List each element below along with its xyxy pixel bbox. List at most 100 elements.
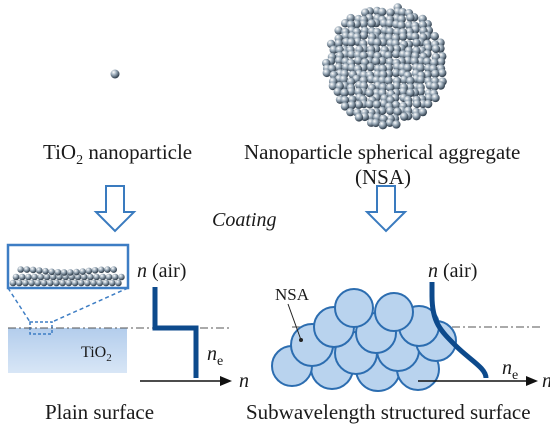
aggregate-particle [378, 56, 387, 66]
aggregate-particle [392, 81, 401, 91]
aggregate-particle [328, 81, 338, 91]
inset-particle [91, 266, 99, 274]
aggregate-particle [366, 50, 376, 59]
inset-particle [93, 273, 100, 281]
aggregate-particle [359, 19, 368, 29]
aggregate-particle [418, 14, 427, 24]
aggregate-particle [385, 27, 395, 36]
single-nanoparticle [110, 69, 120, 79]
down-arrow-left [93, 185, 137, 233]
aggregate-particle [406, 88, 415, 98]
aggregate-particle [416, 57, 426, 66]
aggregate-particle [346, 107, 355, 117]
aggregate-particle [365, 100, 374, 109]
inset-particle [104, 266, 111, 273]
nsa-title-line2: (NSA) [355, 165, 411, 189]
inset-particle [84, 279, 91, 287]
inset-particle [36, 267, 43, 274]
aggregate-particle [431, 44, 441, 54]
inset-particle [99, 273, 107, 281]
nsa-callout-dot [299, 338, 303, 342]
aggregate-particle [423, 57, 432, 66]
zoom-guide-right [51, 287, 129, 323]
inset-particle [80, 273, 88, 281]
aggregate-particle [347, 101, 356, 110]
aggregate-particle [384, 76, 393, 85]
aggregate-particle [371, 118, 380, 128]
step-index-profile [152, 287, 199, 378]
inset-particle [110, 266, 117, 273]
aggregate-particle [386, 8, 395, 17]
plain-surface-label: Plain surface [45, 400, 155, 424]
aggregate-particle [393, 107, 402, 116]
n-axis-left-arrowhead [220, 376, 232, 386]
inset-particle [90, 279, 97, 287]
aggregate-particle [322, 68, 331, 78]
inset-particle [42, 267, 49, 275]
aggregate-particle [430, 32, 439, 41]
down-arrow-right [364, 185, 408, 233]
aggregate-particle [384, 63, 394, 73]
aggregate-particle [392, 120, 401, 129]
tio2-nanoparticle-label: TiO2 nanoparticle [43, 140, 193, 169]
inset-particle [29, 266, 37, 274]
inset-particle [118, 273, 125, 281]
aggregate-particle [334, 56, 344, 65]
aggregate-particle [431, 93, 440, 103]
inset-particle [49, 273, 57, 281]
aggregate-particle [403, 63, 412, 73]
aggregate-particle [365, 88, 374, 98]
aggregate-particle [430, 82, 439, 91]
aggregate-particle [431, 69, 440, 79]
aggregate-particle [354, 56, 363, 65]
nsa-callout-line [287, 303, 302, 341]
aggregate-particle [386, 106, 395, 116]
inset-nanoparticle-layer [9, 266, 125, 287]
aggregate-particle [346, 87, 356, 96]
aggregate-particle [378, 38, 388, 47]
inset-particle [43, 273, 51, 281]
aggregate-particle [384, 51, 393, 60]
aggregate-particle [438, 68, 447, 78]
aggregate-particle [436, 57, 446, 67]
aggregate-particle [359, 31, 369, 40]
inset-particle [96, 279, 104, 287]
aggregate-particle [339, 75, 348, 84]
inset-particle [34, 279, 42, 287]
inset-particle [115, 279, 122, 287]
inset-particle [108, 279, 116, 287]
aggregate-particle [424, 93, 434, 102]
aggregate-particle [340, 95, 350, 105]
inset-particle [22, 279, 29, 287]
inset-particle [105, 273, 113, 281]
aggregate-particle [340, 88, 349, 97]
axis-n-right-label: n [542, 369, 550, 393]
n-air-left-label: n (air) [137, 260, 187, 282]
aggregate-particle [412, 38, 421, 48]
aggregate-particle [416, 75, 426, 85]
aggregate-particle [354, 113, 364, 122]
n-e-left-label: ne [207, 343, 224, 369]
aggregate-particle [406, 76, 415, 86]
aggregate-particle [334, 39, 343, 48]
inset-particle [18, 273, 26, 281]
inset-particle [12, 273, 20, 281]
aggregate-particle [412, 99, 422, 109]
aggregate-particle [378, 120, 388, 130]
aggregate-particle [406, 13, 415, 22]
aggregate-particle [398, 87, 408, 96]
nsa-title-line1: Nanoparticle spherical aggregate [244, 140, 521, 164]
inset-particle [71, 279, 79, 287]
aggregate-particle [346, 77, 356, 87]
aggregate-particle [412, 111, 421, 121]
aggregate-particle [398, 32, 408, 41]
inset-particle [77, 279, 85, 287]
inset-particle [102, 279, 110, 287]
aggregate-particle [423, 70, 432, 80]
inset-particle [65, 279, 73, 287]
inset-particle [53, 279, 60, 287]
nsa-callout-label: NSA [275, 285, 310, 304]
aggregate-particle [398, 7, 407, 17]
